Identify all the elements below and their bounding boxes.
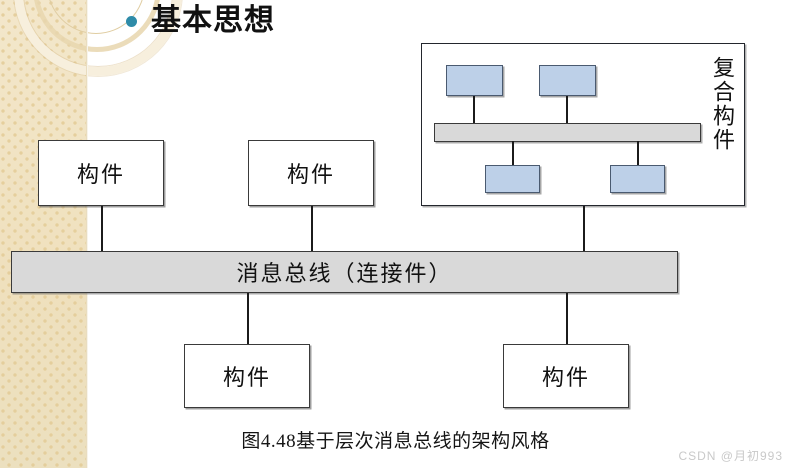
page-title: 基本思想 bbox=[151, 4, 275, 37]
main-bus-label: 消息总线（连接件） bbox=[236, 261, 453, 286]
sidebar-edge bbox=[86, 0, 88, 468]
connector-bus-to-bottom-left bbox=[247, 293, 249, 345]
composite-sub-component-top-right bbox=[539, 65, 596, 96]
decorative-sidebar bbox=[0, 0, 182, 468]
figure-caption: 图4.48基于层次消息总线的架构风格 bbox=[241, 431, 550, 452]
component-top-left: 构件 bbox=[38, 140, 164, 206]
component-label: 构件 bbox=[541, 365, 590, 390]
watermark-text: CSDN @月初993 bbox=[678, 449, 783, 463]
composite-connector-top-left bbox=[473, 96, 475, 124]
component-label: 构件 bbox=[222, 365, 271, 390]
composite-connector-bottom-left bbox=[512, 141, 514, 166]
composite-inner-bus bbox=[434, 123, 701, 142]
composite-label: 复合构件 bbox=[710, 56, 735, 152]
main-message-bus: 消息总线（连接件） bbox=[11, 251, 678, 293]
composite-component-container: 复合构件 bbox=[421, 43, 745, 206]
composite-sub-component-bottom-right bbox=[610, 165, 665, 193]
bullet-icon bbox=[126, 15, 137, 27]
component-label: 构件 bbox=[76, 162, 125, 187]
composite-sub-component-bottom-left bbox=[485, 165, 540, 193]
connector-bus-to-bottom-right bbox=[566, 293, 568, 345]
slide-title-row: 基本思想 bbox=[126, 6, 275, 36]
component-bottom-right: 构件 bbox=[503, 344, 629, 408]
connector-composite-to-bus bbox=[583, 206, 585, 252]
composite-connector-bottom-right bbox=[637, 141, 639, 166]
component-bottom-left: 构件 bbox=[184, 344, 310, 408]
connector-top-right-to-bus bbox=[311, 206, 313, 252]
composite-connector-top-right bbox=[566, 96, 568, 124]
composite-sub-component-top-left bbox=[446, 65, 503, 96]
connector-top-left-to-bus bbox=[101, 206, 103, 252]
component-label: 构件 bbox=[286, 162, 335, 187]
component-top-right: 构件 bbox=[248, 140, 374, 206]
